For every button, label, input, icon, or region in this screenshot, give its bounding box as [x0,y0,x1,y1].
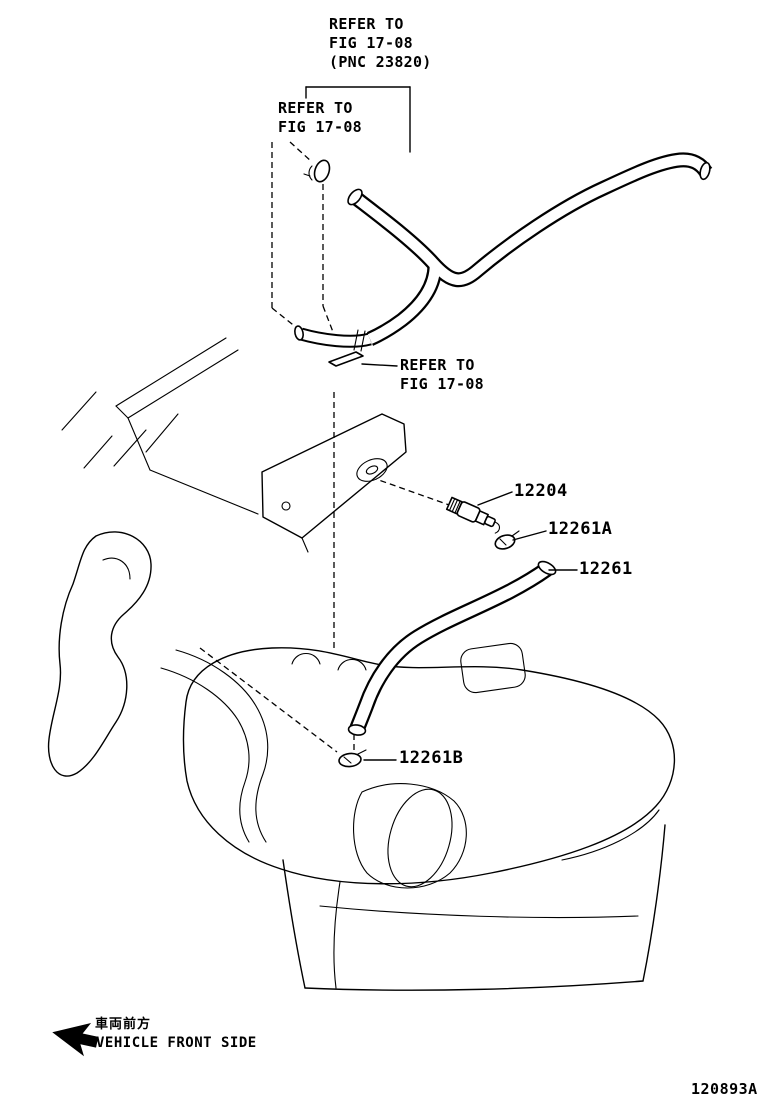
refer-note-left: REFER TO FIG 17-08 [278,99,362,137]
refer-note-left-line1: REFER TO [278,99,353,117]
upper-hose-assembly [347,152,713,346]
refer-note-top-line2: FIG 17-08 [329,34,413,52]
vehicle-front-label-en: VEHICLE FRONT SIDE [96,1035,257,1051]
refer-note-middle: REFER TO FIG 17-08 [400,356,484,394]
clamp-12261b-part [338,749,367,768]
pipe-bracket-part [328,351,364,367]
part-label-12261a: 12261A [548,519,613,539]
engine-outline [47,337,676,991]
refer-note-left-line2: FIG 17-08 [278,118,362,136]
pcv-valve-12204-part [445,496,501,534]
hidden-routing-dashed-lines [199,141,453,753]
refer-note-middle-line2: FIG 17-08 [400,375,484,393]
front-direction-arrow-icon [52,1023,99,1057]
diagram-code: 120893A [691,1080,758,1098]
refer-note-top-line3: (PNC 23820) [329,53,432,71]
grommet-part [303,159,331,183]
part-label-12261: 12261 [579,559,633,579]
hose-12261-part [347,560,557,736]
clamp-12261a-part [494,530,520,550]
leader-lines [305,86,578,761]
part-label-12261b: 12261B [399,748,464,768]
vehicle-front-label-jp: 車両前方 [95,1017,152,1032]
ventilation-pipe [294,325,372,352]
refer-note-top-line1: REFER TO [329,15,404,33]
part-label-12204: 12204 [514,481,568,501]
refer-note-middle-line1: REFER TO [400,356,475,374]
refer-note-top: REFER TO FIG 17-08 (PNC 23820) [329,15,432,72]
